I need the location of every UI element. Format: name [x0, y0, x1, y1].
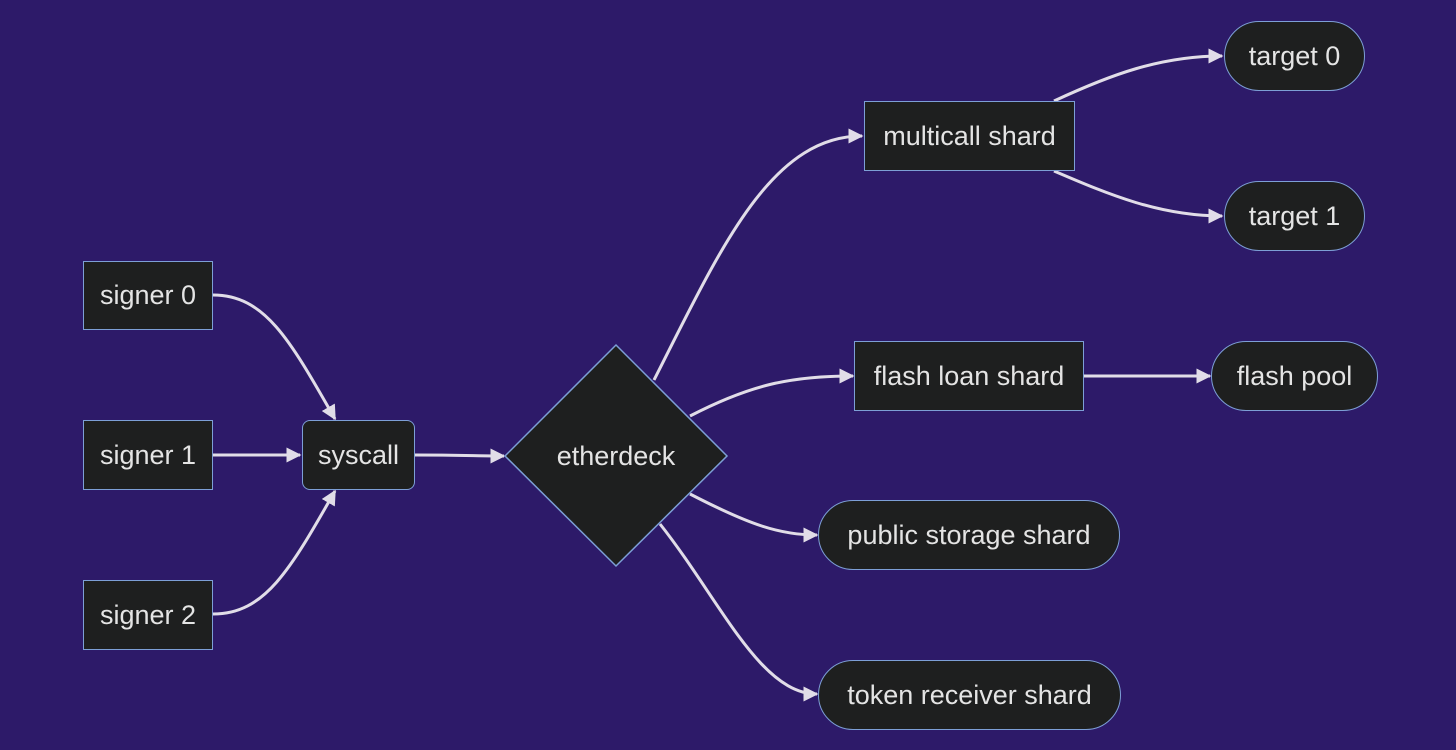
- node-token-receiver-shard[interactable]: token receiver shard: [818, 660, 1121, 730]
- node-target-1[interactable]: target 1: [1224, 181, 1365, 251]
- node-signer-2[interactable]: signer 2: [83, 580, 213, 650]
- node-label: target 1: [1248, 200, 1341, 231]
- edge-signer2-syscall: [212, 489, 337, 616]
- etherdeck-diamond[interactable]: [503, 343, 729, 568]
- node-label: multicall shard: [883, 120, 1056, 151]
- edge-multicall-target0: [1053, 48, 1224, 103]
- edge-etherdeck-tokenreceiver: [658, 523, 819, 702]
- node-signer-0[interactable]: signer 0: [83, 261, 213, 330]
- node-label: signer 2: [99, 599, 197, 630]
- edge-signer0-syscall: [212, 293, 337, 421]
- node-label: flash pool: [1236, 360, 1353, 391]
- node-label: public storage shard: [847, 519, 1091, 550]
- edge-etherdeck-publicstorage: [689, 492, 819, 543]
- edge-syscall-etherdeck: [414, 448, 506, 464]
- node-flash-pool[interactable]: flash pool: [1211, 341, 1378, 411]
- node-multicall-shard[interactable]: multicall shard: [864, 101, 1075, 171]
- edge-etherdeck-multicall: [652, 128, 864, 381]
- node-label: syscall: [317, 439, 399, 470]
- node-flash-loan-shard[interactable]: flash loan shard: [854, 341, 1084, 411]
- node-signer-1[interactable]: signer 1: [83, 420, 213, 490]
- node-target-0[interactable]: target 0: [1224, 21, 1365, 91]
- node-etherdeck-label: etherdeck: [556, 440, 676, 471]
- node-label: signer 0: [99, 280, 197, 310]
- node-label: signer 1: [99, 439, 197, 470]
- node-public-storage-shard[interactable]: public storage shard: [818, 500, 1120, 570]
- node-label: target 0: [1248, 40, 1341, 71]
- node-syscall[interactable]: syscall: [302, 420, 415, 490]
- node-label: token receiver shard: [847, 679, 1092, 710]
- node-label: flash loan shard: [873, 360, 1065, 391]
- edge-multicall-target1: [1053, 169, 1224, 224]
- edge-etherdeck-flashloan: [689, 368, 855, 418]
